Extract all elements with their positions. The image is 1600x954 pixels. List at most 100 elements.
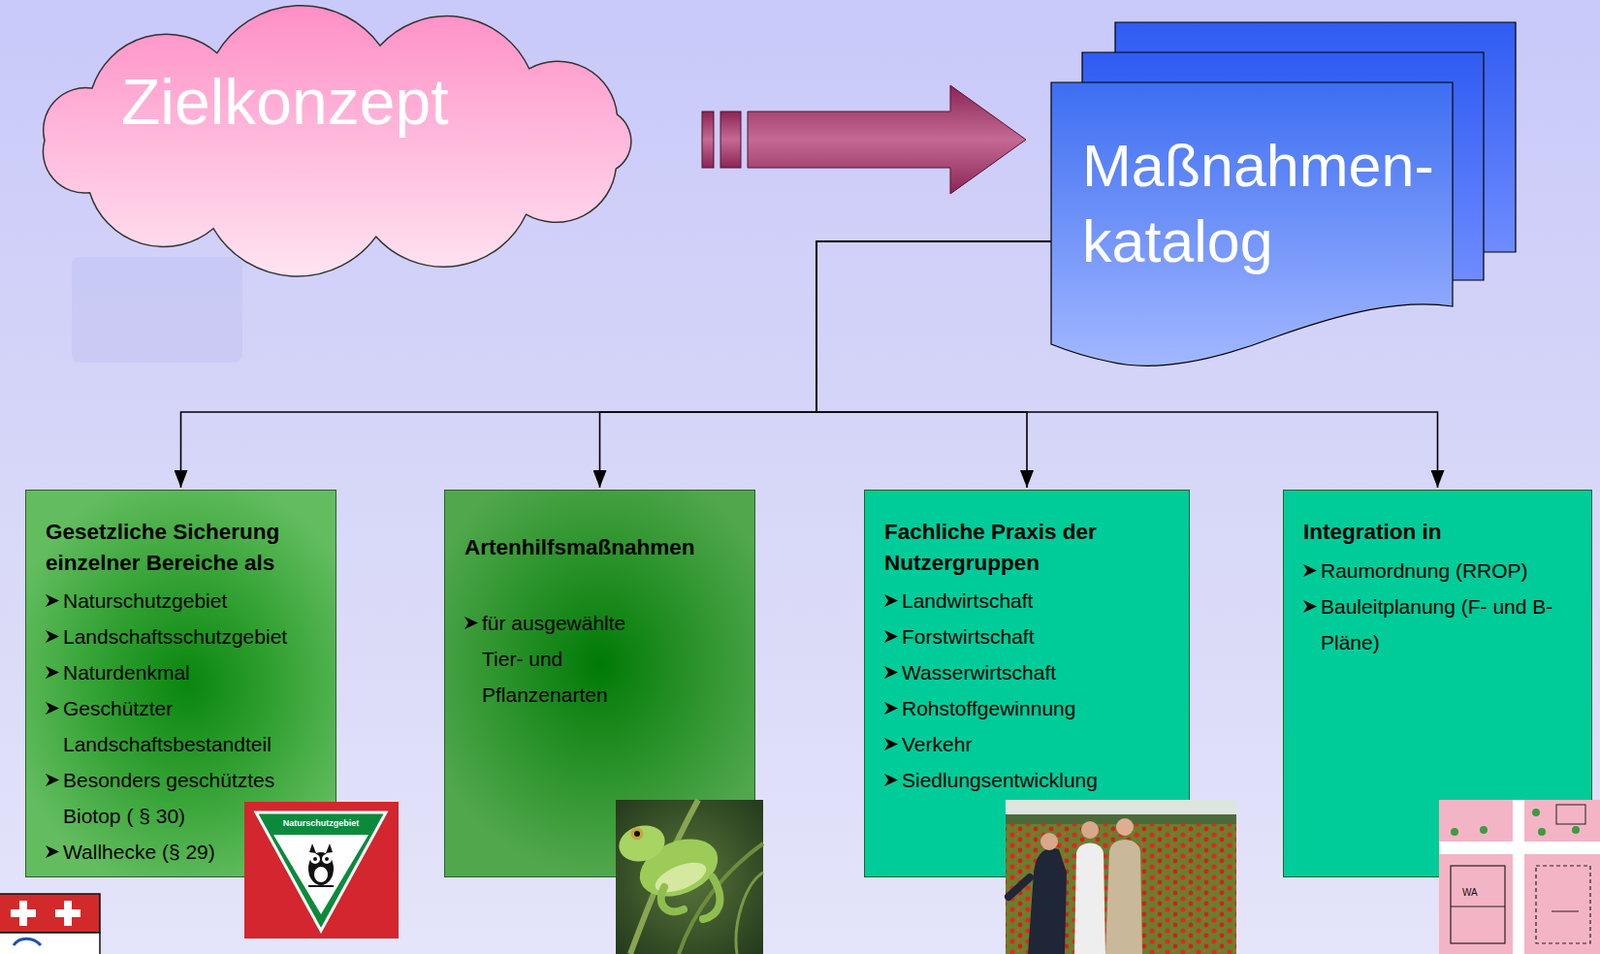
goal-cloud: Zielkonzept (9, 9, 664, 273)
list-item-text: Landschaftsschutzgebiet (63, 618, 330, 655)
development-plan-map-part (1571, 826, 1580, 834)
bullet-arrow (45, 845, 60, 859)
bullet-arrow (884, 773, 898, 787)
development-plan-map-part (1532, 808, 1540, 817)
list-item-text: Naturschutzgebiet (63, 582, 330, 619)
tree-frog-photo (614, 800, 764, 954)
list-item: Landwirtschaft (884, 582, 1184, 619)
cloud-outline (9, 9, 664, 273)
nature-reserve-sign-part (244, 801, 399, 939)
district-logo-part (0, 894, 100, 933)
tree-frog-photo-part (634, 831, 640, 837)
development-plan-map-part (1439, 800, 1600, 954)
list-item: Geschützter Landschaftsbestandteil (45, 690, 330, 763)
bullet-arrow (45, 702, 60, 715)
list-item-text: für ausgewählte Tier- und Pflanzenarten (481, 605, 657, 713)
nature-reserve-sign-part (256, 812, 386, 931)
bullet-arrow (884, 594, 898, 608)
list-item-text: Raumordnung (RROP) (1320, 552, 1586, 589)
nature-reserve-sign-part (309, 843, 317, 854)
nature-reserve-sign-part (273, 834, 369, 915)
nature-reserve-sign-part (310, 854, 320, 864)
development-plan-map-part (1450, 865, 1505, 944)
list-item-text: Rohstoffgewinnung (901, 690, 1184, 727)
poppy-field-photo-part (1105, 839, 1143, 954)
poppy-field-photo-part (1027, 848, 1067, 954)
bullet-arrow (884, 666, 898, 679)
bullet-arrow-shape (1303, 564, 1317, 577)
bullet-arrow (884, 702, 898, 715)
list-item-text: Landwirtschaft (901, 582, 1184, 619)
bullet-arrow-shape (45, 845, 60, 859)
list-item-text: Geschützter Landschaftsbestandteil (63, 690, 330, 763)
box-heading: Fachliche Praxis der Nutzergruppen (884, 516, 1184, 579)
bullet-arrow-shape (884, 666, 898, 679)
poppy-field-photo-part (1074, 843, 1106, 954)
bullet-arrow (1303, 600, 1317, 613)
block-arrow-bar (720, 111, 741, 168)
nature-reserve-sign-part (308, 885, 334, 888)
bullet-arrow (45, 773, 60, 787)
box-heading: Integration in (1303, 516, 1586, 548)
cloud-shape (42, 5, 631, 277)
bullet-arrow-shape (45, 773, 60, 787)
development-plan-map-part (1450, 828, 1459, 836)
faint-panel (71, 256, 243, 363)
tree-connector (600, 241, 1053, 488)
list-item: Siedlungsentwicklung (884, 762, 1184, 799)
nature-reserve-sign-part (325, 843, 333, 854)
block-arrow (702, 85, 1026, 194)
list-item: Wasserwirtschaft (884, 654, 1184, 691)
district-logo (0, 894, 100, 954)
development-plan-map-part (1536, 865, 1591, 944)
poppy-field-photo-part (1116, 818, 1134, 836)
poppy-field-photo-part (1008, 877, 1030, 897)
tree-frog-photo-part (631, 828, 644, 841)
bullet-arrow (884, 630, 898, 643)
district-logo-part (10, 909, 36, 918)
development-plan-map-part (1479, 826, 1488, 834)
development-plan-map-part (1512, 800, 1525, 954)
list-item: Naturdenkmal (45, 654, 330, 691)
tree-frog-photo-part (661, 887, 684, 912)
bullet-arrow-shape (884, 773, 898, 787)
block-arrow-bar (702, 111, 714, 168)
bullet-arrow-shape (464, 616, 479, 630)
catalog-title: Maßnahmen- katalog (1082, 128, 1509, 280)
tree-frog-photo-part (615, 800, 764, 954)
tree-frog-photo-part (703, 877, 720, 920)
bullet-arrow-shape (45, 666, 60, 679)
development-plan-map-part (1537, 828, 1546, 836)
list-item-text: Forstwirtschaft (901, 618, 1184, 655)
district-logo-part (13, 938, 41, 946)
list-item-text: Siedlungsentwicklung (901, 762, 1184, 799)
district-logo-part (55, 909, 81, 918)
nature-reserve-sign-part (308, 852, 334, 886)
sign-label: Naturschutzgebiet (283, 817, 360, 830)
list-item: Verkehr (884, 726, 1184, 763)
nature-reserve-sign (244, 801, 399, 939)
box-heading: Gesetzliche Sicherung einzelner Bereiche… (45, 516, 330, 579)
block-arrow-body (747, 85, 1026, 194)
bullet-arrow-shape (45, 630, 60, 643)
development-plan-map-part (1556, 804, 1586, 825)
list-item-text: Verkehr (901, 726, 1184, 763)
development-plan-map (1439, 800, 1600, 954)
list-item: Landschaftsschutzgebiet (45, 618, 330, 655)
bullet-arrow-shape (45, 702, 60, 715)
box-heading: Artenhilfsmaßnahmen (464, 532, 749, 564)
nature-reserve-sign-part (324, 857, 329, 862)
list-item: Rohstoffgewinnung (884, 690, 1184, 727)
list-item-text: Wasserwirtschaft (901, 654, 1184, 691)
poppy-field-photo-part (1040, 832, 1058, 851)
tree-frog-photo-part (736, 872, 764, 954)
bullet-arrow-shape (884, 702, 898, 715)
list-item: Naturschutzgebiet (45, 582, 330, 619)
list-item-text: Naturdenkmal (63, 654, 330, 691)
bullet-arrow-shape (884, 630, 898, 643)
nature-reserve-sign-part (314, 866, 328, 883)
tree-connector (181, 241, 1053, 488)
bullet-arrow-shape (884, 737, 898, 751)
